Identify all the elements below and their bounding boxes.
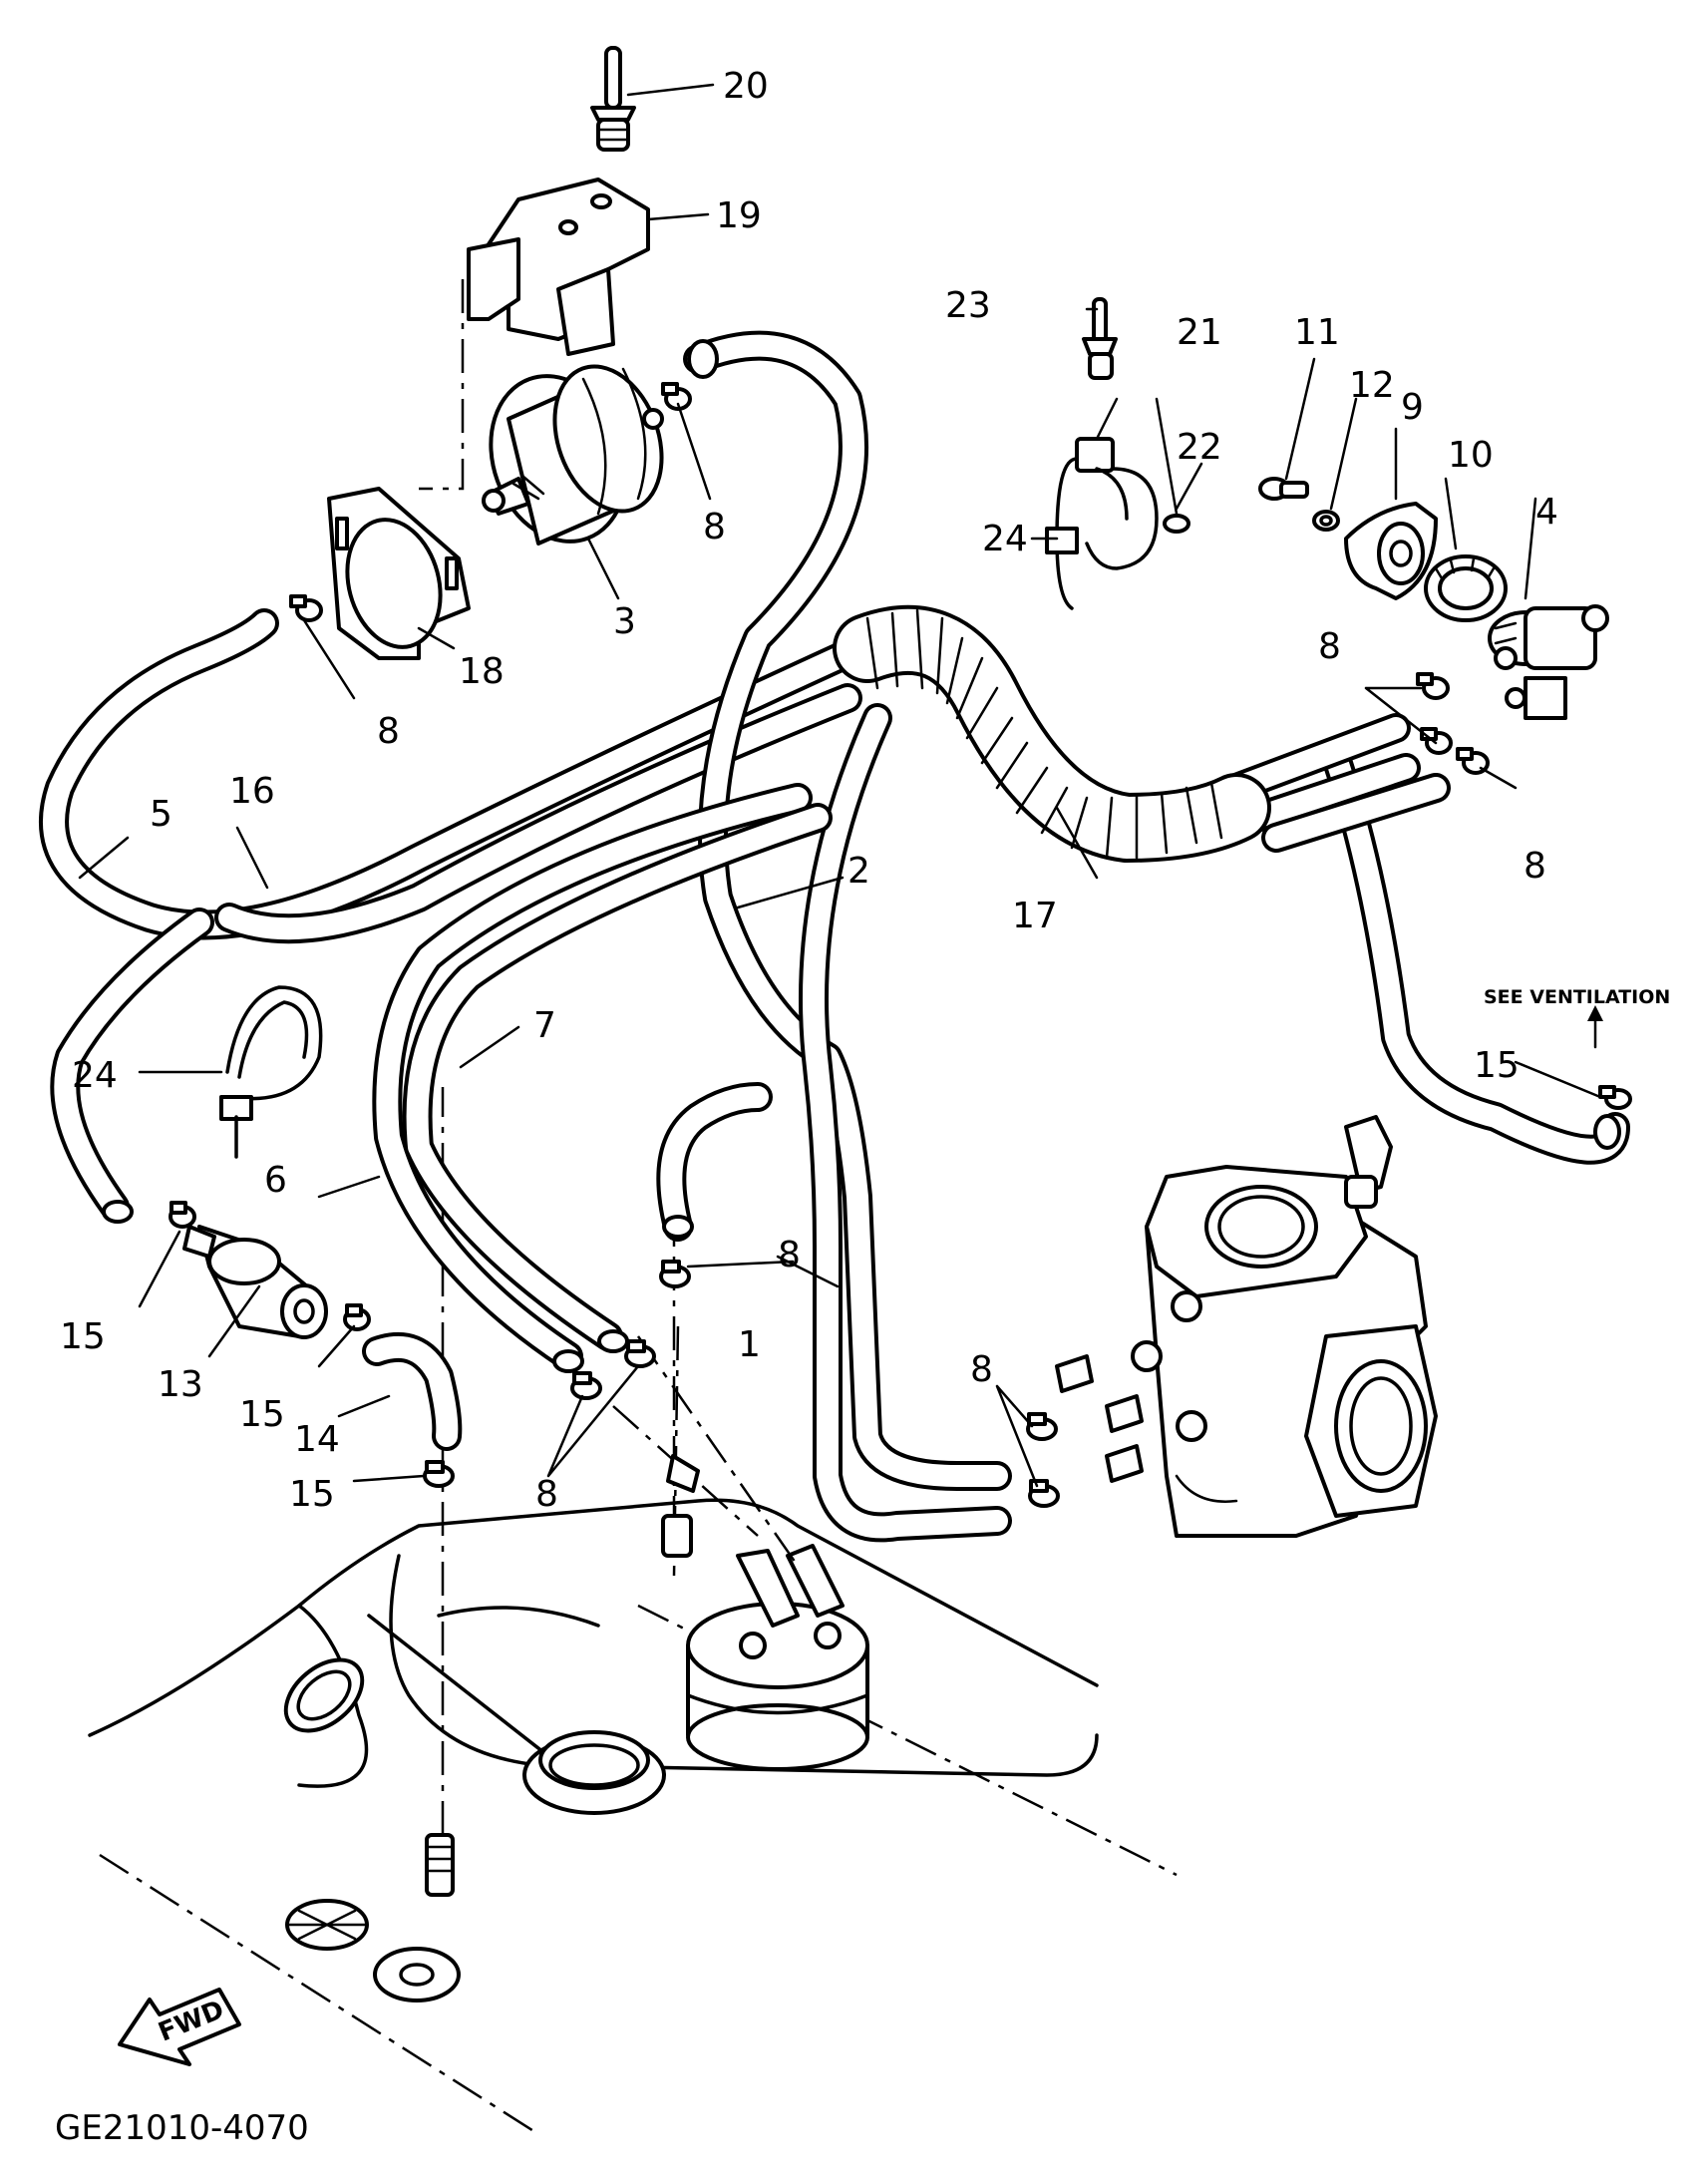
callout-8-center: 8	[778, 1235, 801, 1275]
callout-7: 7	[533, 1005, 556, 1046]
callout-17: 17	[1012, 896, 1058, 936]
callout-labels: 20 19 8 3 18 8 5 16 2 7 6 8 1 8 8 17 8 8…	[55, 66, 1670, 2148]
tank-fitting	[661, 1454, 700, 1558]
callout-8-right-upper: 8	[1318, 626, 1341, 667]
callout-24-top: 24	[982, 519, 1028, 559]
callout-8-lower-center: 8	[535, 1474, 558, 1515]
bolt-23	[1082, 297, 1118, 380]
check-valve-13	[182, 1225, 328, 1339]
callout-16: 16	[229, 771, 275, 812]
callout-20: 20	[723, 66, 769, 107]
callout-15-mid: 15	[239, 1394, 285, 1435]
callout-23: 23	[945, 285, 991, 326]
grommet-left	[283, 1657, 365, 1733]
fuel-sender-unit	[686, 1544, 869, 1771]
callout-1: 1	[738, 1324, 761, 1365]
bracket-19	[467, 178, 650, 356]
cap-9	[1344, 502, 1438, 600]
corrugated-protector	[833, 604, 1271, 863]
ring-nut-10	[1424, 554, 1508, 622]
callout-22: 22	[1177, 427, 1222, 468]
callout-14: 14	[294, 1419, 340, 1460]
callout-6: 6	[264, 1160, 287, 1201]
callout-11: 11	[1294, 312, 1340, 353]
callout-13: 13	[158, 1364, 203, 1405]
cable-tie-24	[219, 985, 323, 1159]
clamp-bracket-21	[1045, 437, 1190, 610]
hull-outline	[88, 1498, 1178, 2136]
hose-end-bottom-left	[102, 339, 1621, 1373]
callout-19: 19	[716, 195, 762, 236]
callout-8-right-lower: 8	[1524, 846, 1546, 887]
callout-5: 5	[150, 794, 172, 835]
drawing-code: GE21010-4070	[55, 2108, 309, 2148]
see-ventilation-note: SEE VENTILATION	[1484, 986, 1670, 1008]
bracket-18	[327, 487, 471, 660]
bolt-11	[1258, 477, 1309, 501]
callout-18: 18	[459, 651, 505, 692]
filler-neck	[522, 1730, 666, 1815]
callout-4: 4	[1535, 492, 1558, 533]
washer-12	[1312, 510, 1340, 532]
callout-15-bottom: 15	[289, 1474, 335, 1515]
fuel-cock-4	[1488, 604, 1609, 720]
callout-24-left: 24	[72, 1055, 118, 1096]
callout-15-right: 15	[1474, 1045, 1520, 1086]
forward-arrow: FWD	[118, 1988, 241, 2066]
fuel-filter-3	[482, 364, 664, 546]
drain-fitting	[285, 1833, 461, 2002]
callout-2: 2	[848, 851, 870, 892]
hose-clamps	[169, 382, 1632, 1508]
callout-8-left-clamp: 8	[377, 711, 400, 752]
callout-8-top-filter: 8	[703, 507, 726, 547]
callout-leaders	[78, 83, 1602, 1488]
callout-21: 21	[1177, 312, 1222, 353]
ventilation-arrow	[1587, 1005, 1603, 1021]
throttle-body	[1055, 1115, 1438, 1538]
callout-12: 12	[1349, 365, 1395, 406]
callout-10: 10	[1448, 435, 1494, 476]
callout-3: 3	[613, 601, 636, 642]
callout-9: 9	[1401, 387, 1424, 428]
bolt-20	[590, 46, 636, 152]
callout-8-throttle: 8	[970, 1349, 993, 1390]
callout-15-left: 15	[60, 1316, 106, 1357]
hoses	[39, 330, 1630, 1543]
